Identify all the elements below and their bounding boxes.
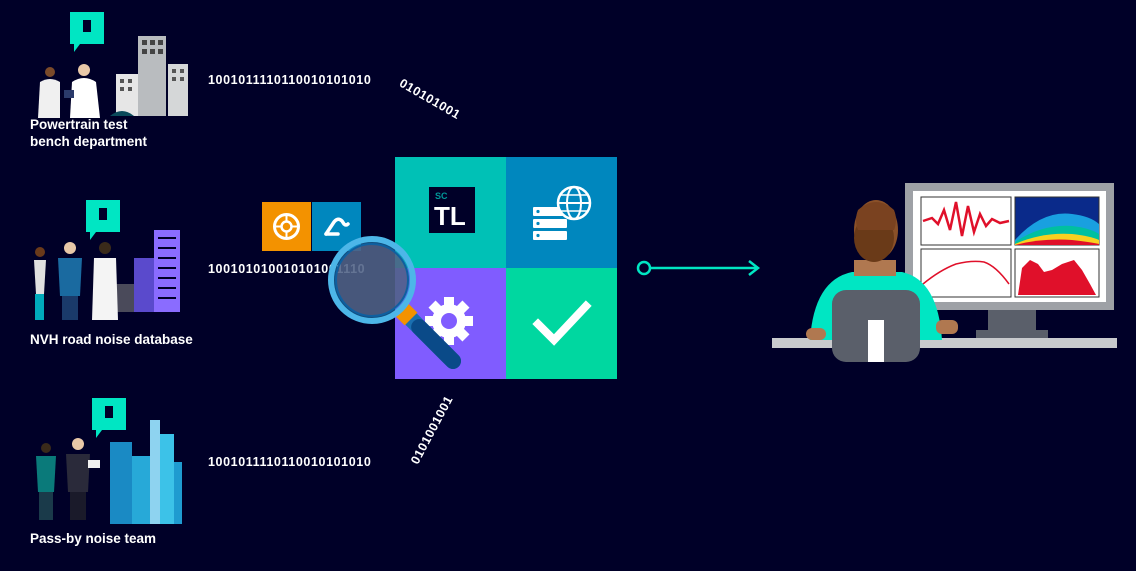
flow-arrow [636, 260, 761, 276]
binary-stream-bottom-curve: 0101001001 [408, 393, 456, 467]
document-icon [92, 398, 126, 438]
check-tile [506, 268, 617, 379]
platform-logo-tile: SC TL [395, 157, 506, 268]
binary-stream-middle: 100101010010101001110 [208, 262, 366, 276]
source-nvh: NVH road noise database [30, 200, 210, 350]
logo-prefix: SC [435, 191, 448, 201]
source-passby: Pass-by noise team [30, 398, 210, 548]
city-illustration [36, 420, 182, 524]
office-illustration [34, 230, 180, 320]
race-track-icon [324, 217, 350, 236]
factory-illustration [38, 36, 188, 118]
document-icon [86, 200, 120, 240]
magnifier-icon [328, 236, 461, 369]
document-icon [70, 12, 104, 52]
binary-stream-top: 1001011110110010101010 [208, 73, 372, 87]
sc-tl-logo: SC TL [429, 187, 475, 233]
source-label-passby: Pass-by noise team [30, 531, 157, 546]
binary-stream-bottom: 1001011110110010101010 [208, 455, 372, 469]
tire-tile [262, 202, 311, 251]
logo-main: TL [434, 201, 466, 231]
engineer-workstation [772, 183, 1117, 362]
server-tile [506, 157, 617, 268]
gear-icon [425, 297, 473, 345]
source-label-powertrain: Powertrain test bench department [30, 117, 148, 149]
source-label-nvh: NVH road noise database [30, 332, 193, 347]
server-globe-icon [533, 185, 592, 240]
tire-icon [273, 213, 300, 240]
source-powertrain: Powertrain test bench department [30, 12, 200, 152]
gear-tile [395, 268, 506, 379]
binary-stream-top-curve: 010101001 [397, 76, 463, 123]
checkmark-icon [532, 300, 592, 346]
